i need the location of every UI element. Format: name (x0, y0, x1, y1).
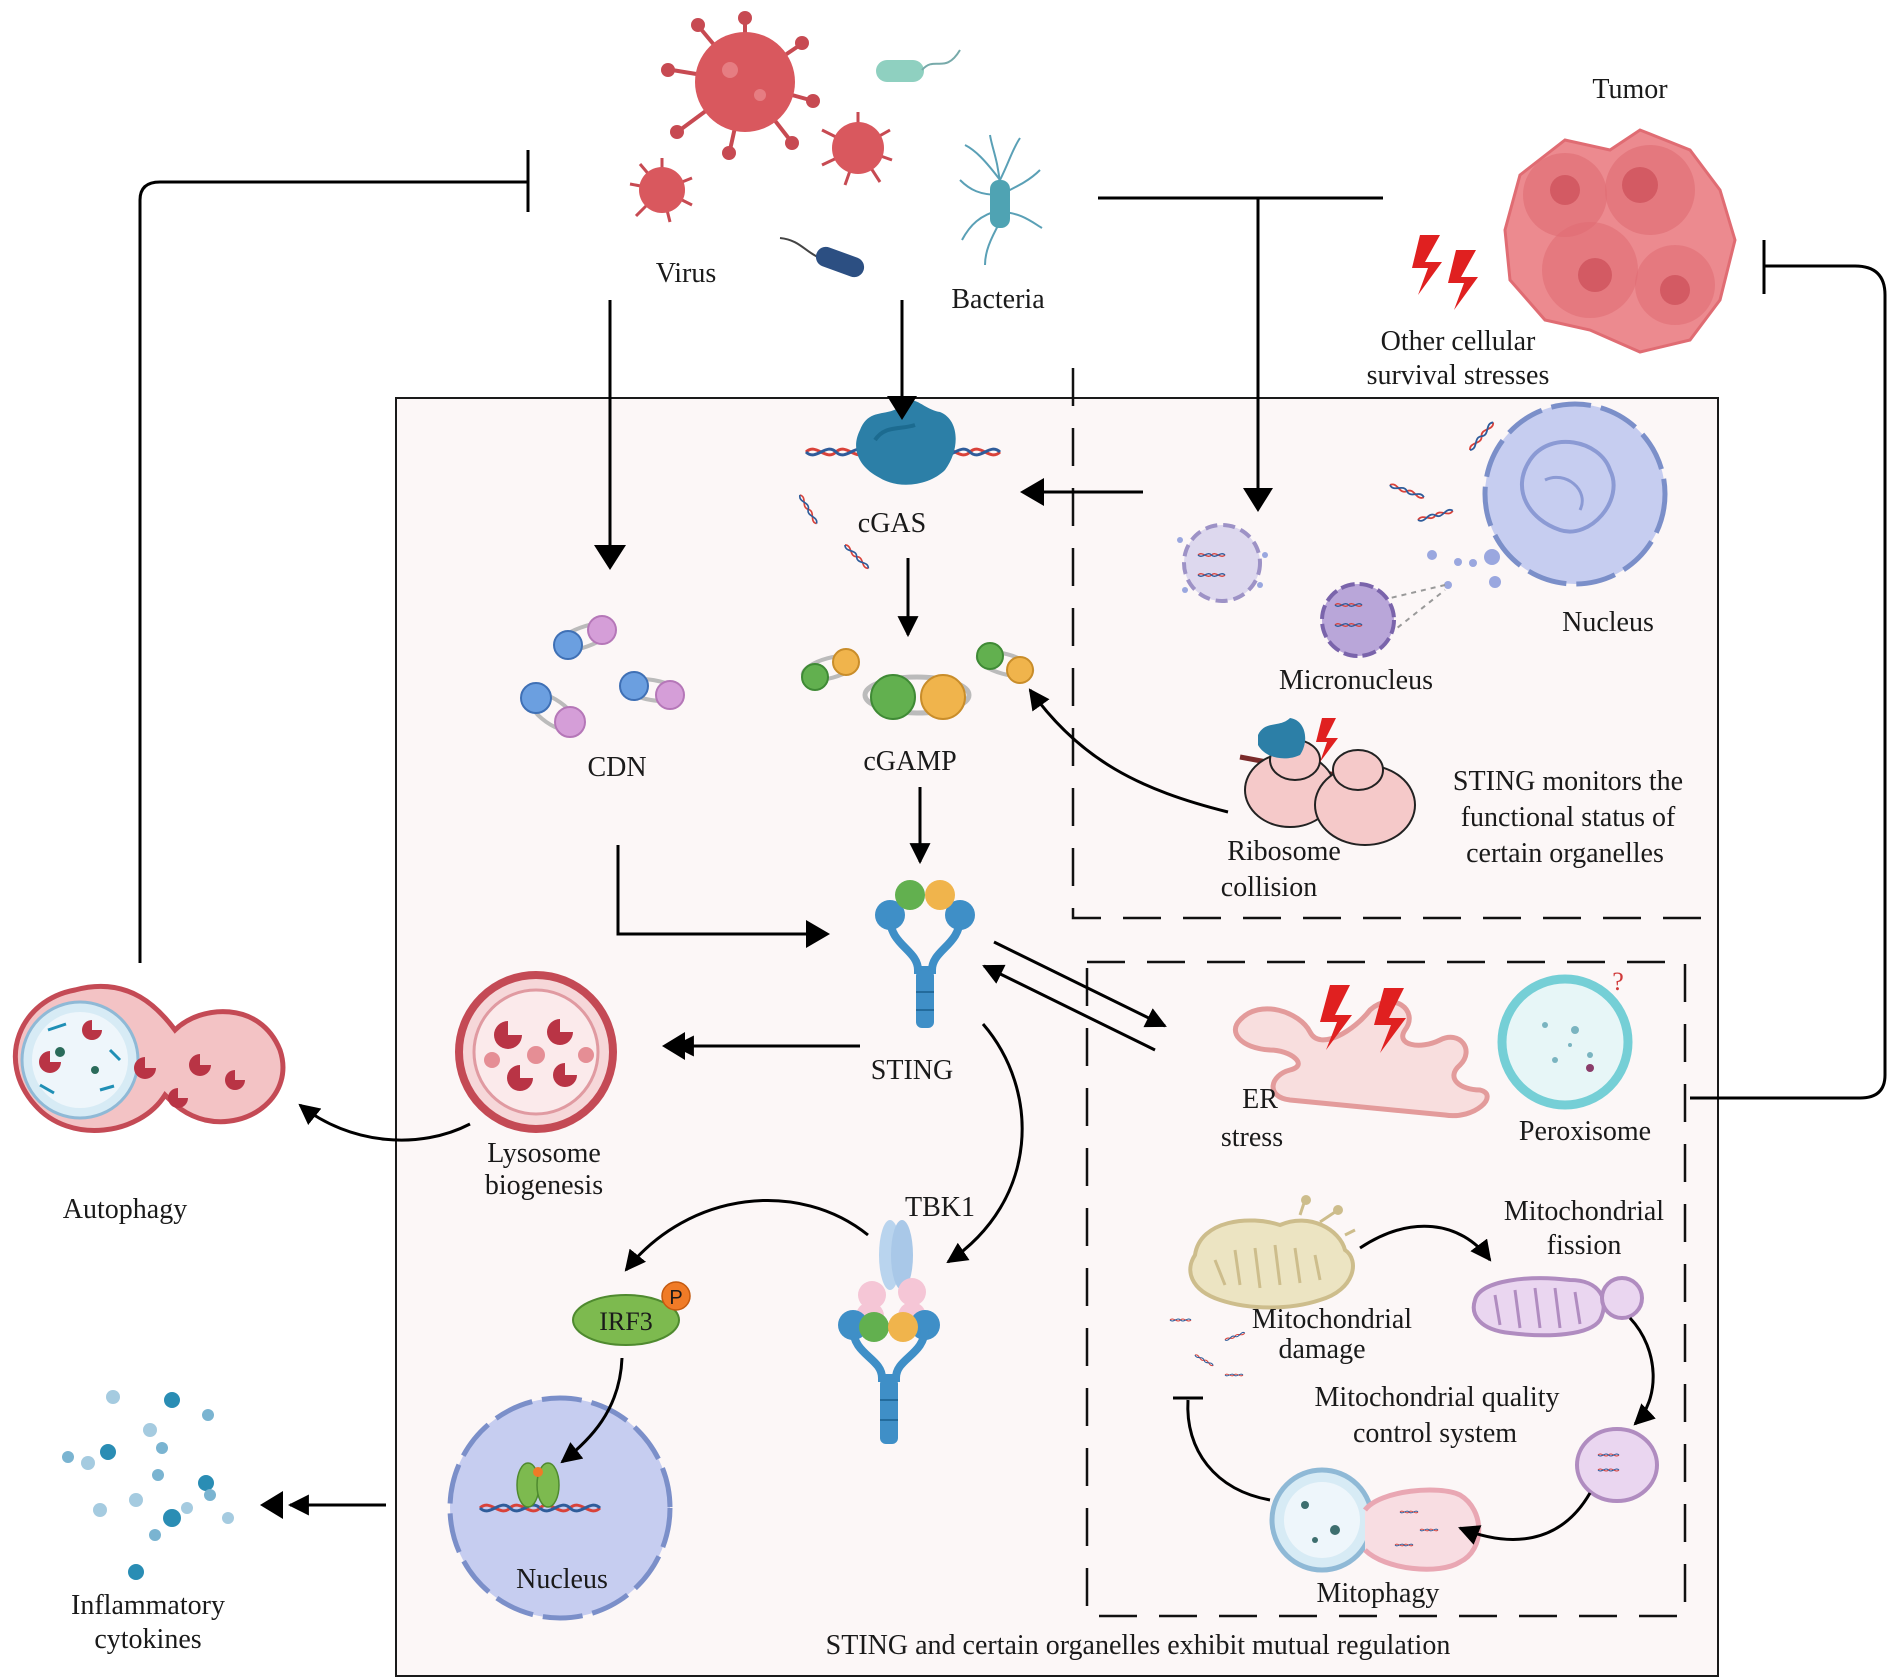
arrow-sting-to-organelles (993, 940, 1167, 1028)
micronucleus-label: Micronucleus (1279, 665, 1433, 696)
arrowhead-sting (806, 920, 830, 948)
sting-icon (875, 880, 975, 1028)
arrow-sting-to-tbk1 (946, 1023, 1024, 1264)
arrow-irf3-to-nucleus (560, 1357, 624, 1464)
er-label-line2: stress (1221, 1122, 1283, 1153)
ribosome-label-line1: Ribosome (1227, 836, 1341, 867)
phospho-p-label: P (669, 1287, 682, 1309)
phospho-p-icon (661, 1281, 691, 1311)
arrowhead-micronucleus (1243, 488, 1273, 512)
tumor-label: Tumor (1592, 74, 1668, 105)
virus-small-icon (629, 158, 693, 223)
er-label-line1: ER (1242, 1084, 1278, 1115)
arrow-organelles-to-sting (982, 964, 1156, 1052)
damaged-mitochondrion-icon (1188, 1195, 1356, 1310)
fission-label-line1: Mitochondrial (1504, 1196, 1664, 1227)
peroxisome-label: Peroxisome (1519, 1116, 1651, 1147)
er-icon (1232, 985, 1490, 1119)
cgamp-icon (800, 642, 1035, 720)
cgamp-label: cGAMP (863, 746, 956, 777)
virus-label: Virus (656, 258, 717, 289)
virus-medium-icon (821, 112, 893, 186)
damage-label-line1: Mitochondrial (1252, 1304, 1412, 1335)
irf3-label: IRF3 (599, 1307, 652, 1336)
monitor-region-border (1071, 368, 1718, 920)
nucleus-lower-label: Nucleus (516, 1564, 608, 1595)
fission-label-line2: fission (1547, 1230, 1622, 1261)
lysosome-label-line2: biogenesis (485, 1170, 603, 1201)
micronucleus-icon (1320, 582, 1396, 658)
tbk1-label: TBK1 (905, 1192, 975, 1223)
arrowhead-cgas (887, 396, 917, 420)
cytokines-label-line2: cytokines (94, 1624, 201, 1655)
tbk1-complex-icon (838, 1220, 940, 1444)
cdn-icon (520, 615, 685, 738)
inhibition-mitophagy-to-damage (1186, 1399, 1271, 1502)
irf3-icon: IRF3 P (572, 1281, 691, 1346)
peroxisome-icon (1497, 974, 1633, 1110)
monitor-text-line2: functional status of (1461, 802, 1676, 833)
tumor-cluster-icon (1503, 128, 1737, 354)
lysosome-label-line1: Lysosome (487, 1138, 601, 1169)
micronucleus-rupture-icon (1177, 523, 1268, 603)
bacteria-rod-icon (779, 237, 865, 278)
arrow-ribosome-to-cgamp (1028, 688, 1229, 814)
nucleus-upper-label: Nucleus (1562, 607, 1654, 638)
nucleus-lower-icon (447, 1395, 673, 1621)
virus-large-icon (661, 11, 820, 160)
arrow-tbk1-to-irf3 (624, 1199, 869, 1272)
mitophagy-label: Mitophagy (1317, 1578, 1440, 1609)
arrow-fission-to-mitochondrion (1628, 1316, 1656, 1426)
mqc-label-line2: control system (1353, 1418, 1517, 1449)
inhibition-organelles-to-tumor (1690, 264, 1887, 1100)
cgas-label: cGAS (858, 508, 926, 539)
bacteria-teal-icon (876, 49, 961, 82)
autophagosome-icon (12, 983, 286, 1133)
monitor-text-line3: certain organelles (1466, 838, 1664, 869)
small-mitochondrion-icon (1575, 1427, 1659, 1503)
arrow-mitochondrion-to-mitophagy (1458, 1492, 1592, 1545)
monitor-text-line1: STING monitors the (1453, 766, 1683, 797)
arrowhead-cytokines (260, 1491, 283, 1519)
mutual-regulation-caption: STING and certain organelles exhibit mut… (826, 1630, 1451, 1661)
fission-mitochondrion-icon (1471, 1276, 1644, 1338)
ribosome-label-line2: collision (1221, 872, 1317, 903)
inhibition-autophagy-to-pathogens (138, 180, 528, 963)
arrow-cdn-to-sting (616, 845, 815, 936)
bacteria-flagellated-icon (959, 134, 1043, 266)
mutual-region-border (1085, 960, 1687, 1618)
ribosome-collision-icon (1239, 718, 1416, 846)
sting-label: STING (871, 1055, 953, 1086)
arrow-lysosome-to-autophagy (298, 1103, 471, 1142)
stress-label-line2: survival stresses (1367, 360, 1550, 391)
damage-label-line2: damage (1278, 1334, 1365, 1365)
cdn-label: CDN (587, 752, 646, 783)
cgas-icon (804, 400, 1002, 485)
peroxisome-question: ? (1612, 967, 1624, 996)
lightning-stress-icon (1412, 235, 1478, 310)
arrowhead-cdn (594, 545, 626, 570)
arrowhead-micronucleus-cgas (1020, 478, 1044, 506)
cytokines-icon (62, 1390, 234, 1580)
cytokines-label-line1: Inflammatory (71, 1590, 225, 1621)
mitophagy-icon (1269, 1467, 1482, 1573)
autophagy-label: Autophagy (63, 1194, 187, 1225)
bacteria-label: Bacteria (951, 284, 1045, 315)
lysosome-icon (455, 971, 617, 1133)
mqc-label-line1: Mitochondrial quality (1315, 1382, 1560, 1413)
bleb-connector (1381, 584, 1446, 601)
stress-label-line1: Other cellular (1381, 326, 1536, 357)
nucleus-upper-icon (1482, 401, 1668, 587)
arrow-damage-to-fission (1359, 1224, 1492, 1262)
nuclear-blebs-icon (1427, 549, 1501, 589)
arrowhead-lysosome (662, 1032, 685, 1060)
